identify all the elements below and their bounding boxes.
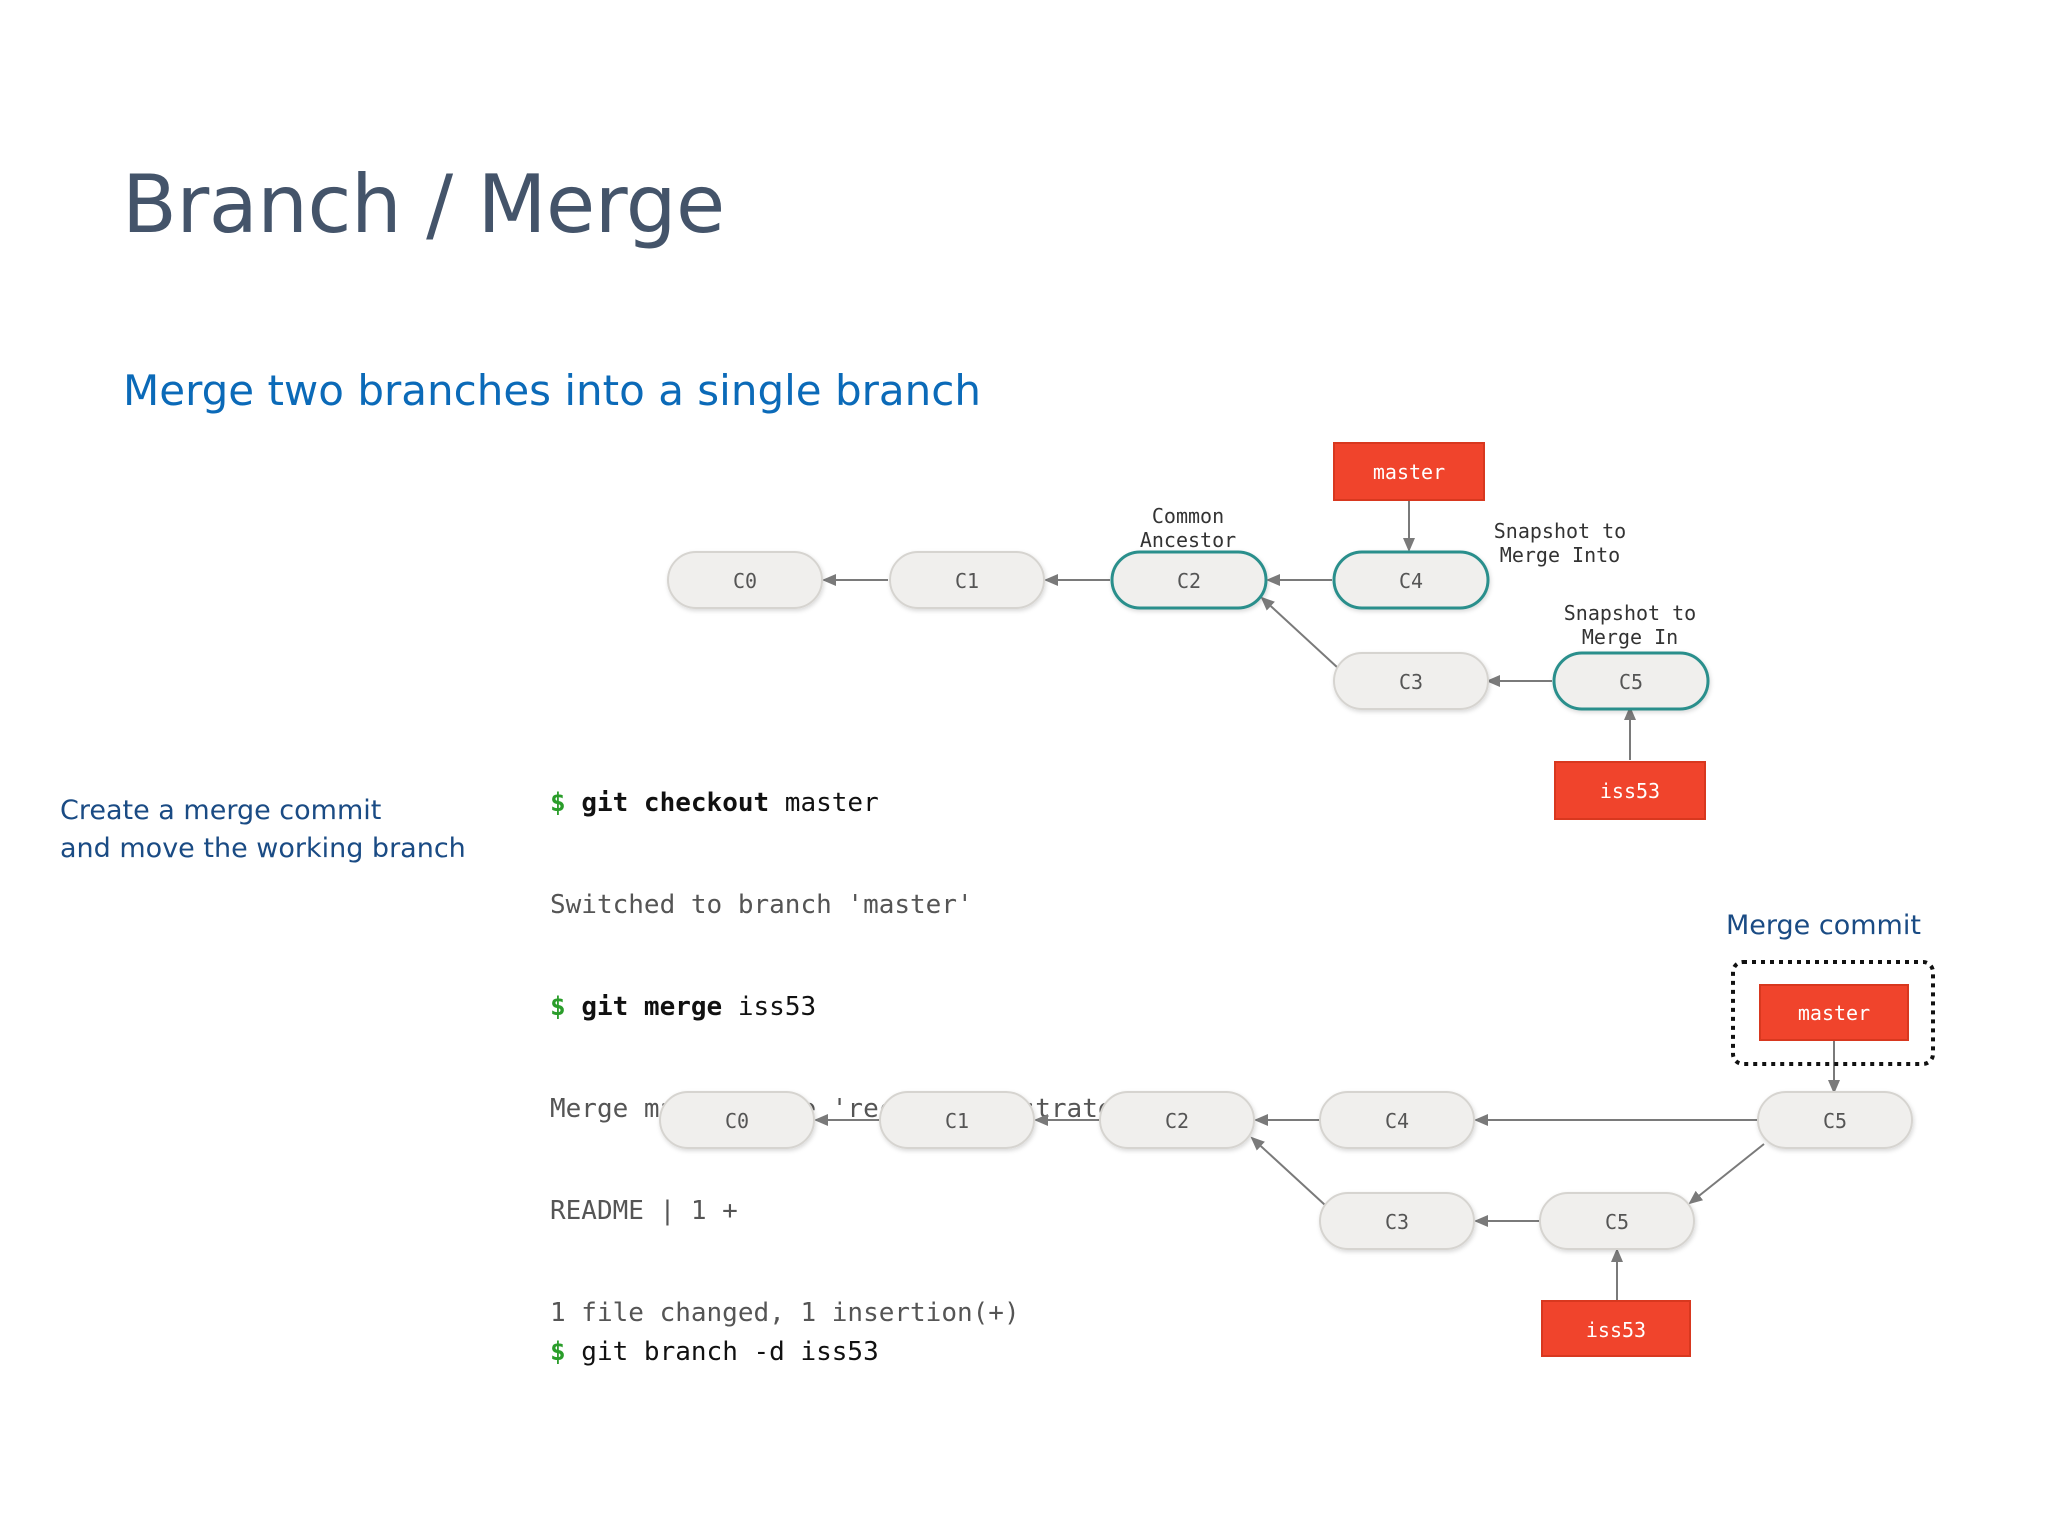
annotation-common-ancestor: Ancestor	[1140, 528, 1236, 552]
slide-title: Branch / Merge	[122, 158, 725, 251]
terminal-line-merge: $ git merge iss53	[550, 990, 1160, 1024]
side-note: Create a merge commit and move the worki…	[60, 792, 466, 868]
branch-ref-iss53: iss53	[1554, 761, 1706, 820]
side-note-line-1: Create a merge commit	[60, 795, 382, 826]
commit-node-c5-merge: C5	[1757, 1091, 1913, 1149]
command-argument: master	[769, 788, 879, 818]
annotation-snapshot-in: Merge In	[1582, 625, 1678, 649]
annotation-snapshot-in: Snapshot to	[1564, 601, 1696, 625]
terminal-output-line: 1 file changed, 1 insertion(+)	[550, 1298, 1020, 1328]
commit-label: C1	[945, 1109, 969, 1133]
commit-node-c4: C4	[1319, 1091, 1475, 1149]
annotation-common-ancestor: Common	[1152, 504, 1224, 528]
commit-label: C4	[1399, 569, 1423, 593]
commit-label: C3	[1399, 670, 1423, 694]
branch-ref-master: master	[1333, 442, 1485, 501]
terminal-output-line: README | 1 +	[550, 1196, 738, 1226]
annotation-snapshot-into: Snapshot to	[1494, 519, 1626, 543]
parent-arrow	[1688, 1143, 1765, 1205]
commit-node-c5-iss53: C5	[1539, 1192, 1695, 1250]
command-text: git branch -d iss53	[565, 1337, 879, 1367]
commit-node-c2: C2	[1099, 1091, 1255, 1149]
side-note-line-2: and move the working branch	[60, 833, 466, 864]
commit-node-c0: C0	[667, 551, 823, 609]
merge-commit-label: Merge commit	[1726, 910, 1921, 941]
command-argument: iss53	[722, 992, 817, 1022]
commit-label: C1	[955, 569, 979, 593]
commit-label: C4	[1385, 1109, 1409, 1133]
commit-node-c3: C3	[1333, 652, 1489, 710]
commit-label: C5	[1823, 1109, 1847, 1133]
ref-label: iss53	[1600, 779, 1660, 803]
parent-arrow	[1260, 596, 1339, 669]
command-keyword: git merge	[581, 992, 723, 1022]
terminal-output-line: Switched to branch 'master'	[550, 890, 973, 920]
commit-node-c5: C5	[1552, 651, 1710, 711]
commit-node-c0: C0	[659, 1091, 815, 1149]
parent-arrow	[1250, 1136, 1326, 1206]
prompt-symbol: $	[550, 992, 566, 1022]
commit-node-c2: C2	[1110, 550, 1268, 610]
commit-label: C2	[1165, 1109, 1189, 1133]
prompt-symbol: $	[550, 1337, 566, 1367]
prompt-symbol: $	[550, 788, 566, 818]
commit-node-c1: C1	[879, 1091, 1035, 1149]
slide-subtitle: Merge two branches into a single branch	[123, 366, 981, 415]
commit-label: C0	[725, 1109, 749, 1133]
ref-label: iss53	[1586, 1318, 1646, 1342]
branch-ref-master: master	[1759, 984, 1909, 1041]
command-keyword: git checkout	[581, 788, 770, 818]
commit-label: C5	[1605, 1210, 1629, 1234]
commit-node-c4: C4	[1332, 550, 1490, 610]
terminal-output-delete-branch: $ git branch -d iss53	[550, 1335, 879, 1369]
ref-label: master	[1373, 460, 1445, 484]
commit-node-c3: C3	[1319, 1192, 1475, 1250]
commit-node-c1: C1	[889, 551, 1045, 609]
commit-label: C5	[1619, 670, 1643, 694]
commit-label: C3	[1385, 1210, 1409, 1234]
merge-commit-highlight-box	[1731, 960, 1935, 1066]
ref-label: master	[1798, 1001, 1870, 1025]
commit-label: C0	[733, 569, 757, 593]
commit-label: C2	[1177, 569, 1201, 593]
branch-ref-iss53: iss53	[1541, 1300, 1691, 1357]
annotation-snapshot-into: Merge Into	[1500, 543, 1620, 567]
terminal-line-checkout: $ git checkout master	[550, 786, 1160, 820]
